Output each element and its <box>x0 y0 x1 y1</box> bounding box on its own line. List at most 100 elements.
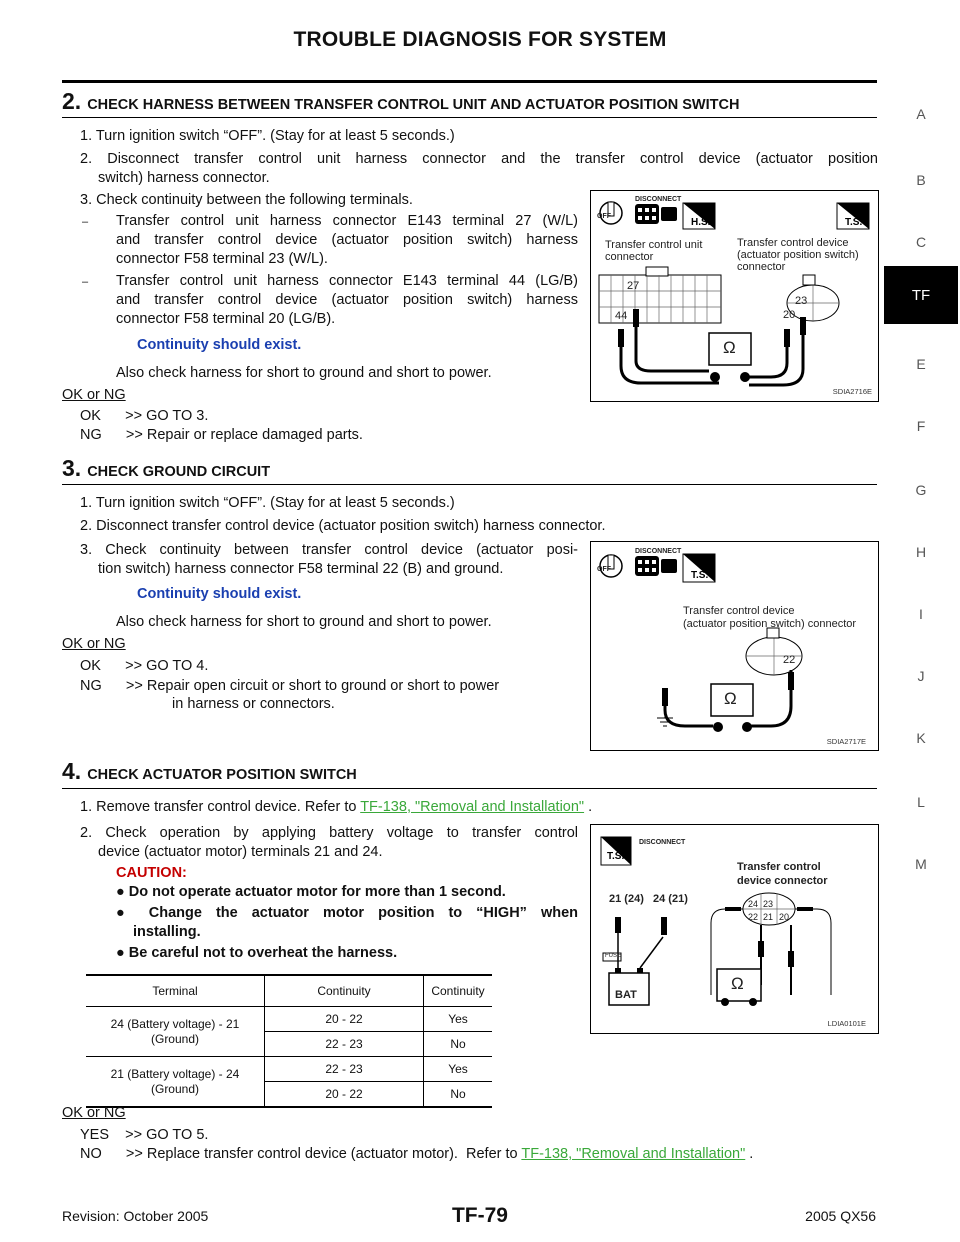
side-index-k[interactable]: K <box>916 730 926 746</box>
step3-instruction-1: 1. Turn ignition switch “OFF”. (Stay for… <box>80 495 455 511</box>
terminal-21: 21 <box>763 912 774 922</box>
off-icon-label: OFF <box>597 566 611 573</box>
step3-ok-or-ng: OK or NG <box>62 636 126 652</box>
ohm-icon: Ω <box>731 974 744 993</box>
figure-label-unit-1: Transfer control unit <box>605 239 703 251</box>
figure-label-device-1: Transfer control device <box>737 237 849 249</box>
table-cell-pins: 22 - 23 <box>264 1056 424 1082</box>
step2-ok-result: OK >> GO TO 3. <box>80 408 209 424</box>
figure-harness-check: OFF DISCONNECT H.S. T.S. Transfer contro… <box>590 190 879 402</box>
table-row: 21 (Battery voltage) - 24 (Ground) 22 - … <box>86 1056 492 1108</box>
ground-diagram <box>599 553 803 732</box>
table-cell-pins: 20 - 22 <box>264 1006 424 1032</box>
terminal-23: 23 <box>795 295 808 307</box>
step4-number: 4. <box>62 758 82 784</box>
step2-title: CHECK HARNESS BETWEEN TRANSFER CONTROL U… <box>87 97 740 113</box>
step4-instruction-1: 1. Remove transfer control device. Refer… <box>80 798 592 817</box>
figure-label-device-2: (actuator position switch) <box>737 249 859 261</box>
continuity-table: Terminal Continuity Continuity 24 (Batte… <box>86 974 492 1108</box>
caution-item-2a: ● Change the actuator motor position to … <box>116 904 578 923</box>
hs-icon-label: H.S. <box>691 217 711 228</box>
step2-ng-result: NG >> Repair or replace damaged parts. <box>80 427 363 443</box>
table-row: 20 - 22 No <box>86 1081 492 1108</box>
side-index-f[interactable]: F <box>916 418 926 434</box>
table-cell-terminal: 24 (Battery voltage) - 21 (Ground) <box>86 1006 265 1057</box>
step2-bullet1-line1: Transfer control unit harness connector … <box>116 213 578 229</box>
step4-instruction-1-text: 1. Remove transfer control device. Refer… <box>80 799 361 815</box>
table-header-continuity-result: Continuity <box>423 974 492 1007</box>
bullet-dot-icon: ● <box>116 884 129 900</box>
figure-label-device-2: device connector <box>737 875 828 887</box>
step3-spec: Continuity should exist. <box>137 586 302 602</box>
figure-actuator-check: T.S. DISCONNECT Transfer control device … <box>590 824 879 1034</box>
step2-bullet2-line1: Transfer control unit harness connector … <box>116 273 578 289</box>
removal-installation-link[interactable]: TF-138, "Removal and Installation" <box>521 1146 746 1162</box>
step2-instruction-1: 1. Turn ignition switch “OFF”. (Stay for… <box>80 128 455 144</box>
step3-ng-result-a: NG >> Repair open circuit or short to gr… <box>80 678 500 694</box>
side-index-i[interactable]: I <box>919 606 923 622</box>
caution-item-2b: installing. <box>133 924 201 940</box>
step3-title: CHECK GROUND CIRCUIT <box>87 464 271 480</box>
step4-yes-result: YES >> GO TO 5. <box>80 1127 209 1143</box>
table-cell-pins: 22 - 23 <box>264 1031 424 1057</box>
step2-bullet1-line3: connector F58 terminal 23 (W/L). <box>116 251 328 267</box>
step2-instruction-3: 3. Check continuity between the followin… <box>80 192 413 208</box>
header-rule <box>62 80 877 83</box>
disconnect-icon-label: DISCONNECT <box>635 196 682 203</box>
table-cell-result: Yes <box>423 1006 492 1032</box>
step2-heading: 2.CHECK HARNESS BETWEEN TRANSFER CONTROL… <box>62 88 739 115</box>
step4-no-result: NO >> Replace transfer control device (a… <box>80 1145 753 1164</box>
bullet-dot-icon: ● <box>116 905 149 921</box>
footer-page-number: TF-79 <box>451 1204 508 1227</box>
step2-bullet1-line2: and transfer control device (actuator po… <box>116 232 578 248</box>
side-index-j[interactable]: J <box>917 668 925 684</box>
step3-heading: 3. CHECK GROUND CIRCUIT <box>62 455 270 482</box>
step3-also-check: Also check harness for short to ground a… <box>116 614 492 630</box>
step4-no-result-text: NO >> Replace transfer control device (a… <box>80 1146 522 1162</box>
step2-instruction-2b: switch) harness connector. <box>98 170 270 186</box>
figure-code: SDIA2717E <box>826 737 866 746</box>
terminal-27: 27 <box>627 280 640 292</box>
figure-ground-check: OFF DISCONNECT T.S. Transfer control dev… <box>590 541 879 751</box>
harness-diagram <box>598 201 870 387</box>
side-index-a[interactable]: A <box>916 106 926 122</box>
terminal-24: 24 <box>748 899 759 909</box>
step4-instruction-2a: 2. Check operation by applying battery v… <box>80 825 578 841</box>
step2-also-check: Also check harness for short to ground a… <box>116 365 492 381</box>
bullet-dash: – <box>82 276 89 288</box>
table-header-terminal: Terminal <box>86 974 265 1007</box>
side-index-l[interactable]: L <box>917 794 925 810</box>
removal-installation-link[interactable]: TF-138, "Removal and Installation" <box>360 799 585 815</box>
side-index-h[interactable]: H <box>915 544 927 560</box>
footer-revision: Revision: October 2005 <box>62 1208 209 1224</box>
table-header-continuity: Continuity <box>264 974 424 1007</box>
step3-rule <box>62 484 877 485</box>
side-index-c[interactable]: C <box>915 234 927 250</box>
disconnect-icon-label: DISCONNECT <box>639 839 686 846</box>
step3-instruction-3a: 3. Check continuity between transfer con… <box>80 542 578 558</box>
step3-number: 3. <box>62 455 82 481</box>
side-index-e[interactable]: E <box>916 356 926 372</box>
step3-ok-result: OK >> GO TO 4. <box>80 658 209 674</box>
step4-instruction-2b: device (actuator motor) terminals 21 and… <box>98 844 383 860</box>
side-index-g[interactable]: G <box>915 482 927 498</box>
caution-item-1: ● Do not operate actuator motor for more… <box>116 883 506 902</box>
side-index-m[interactable]: M <box>915 856 927 872</box>
step2-bullet2-line3: connector F58 terminal 20 (LG/B). <box>116 311 336 327</box>
caution-label: CAUTION: <box>116 865 187 881</box>
step4-heading: 4.CHECK ACTUATOR POSITION SWITCH <box>62 758 357 785</box>
side-index-tf-active[interactable]: TF <box>884 266 958 324</box>
caution-item-3: ● Be careful not to overheat the harness… <box>116 944 397 963</box>
table-cell-terminal: 21 (Battery voltage) - 24 (Ground) <box>86 1056 265 1108</box>
step2-instruction-2a: 2. Disconnect transfer control unit harn… <box>80 151 878 167</box>
table-cell-pins: 20 - 22 <box>264 1081 424 1108</box>
terminal-22: 22 <box>748 912 759 922</box>
bullet-dot-icon: ● <box>116 945 129 961</box>
table-header-row: Terminal Continuity Continuity <box>86 974 492 1007</box>
side-index-b[interactable]: B <box>916 172 926 188</box>
table-row: 24 (Battery voltage) - 21 (Ground) 20 - … <box>86 1006 492 1057</box>
voltage-terminal-2: 24 (21) <box>653 893 688 905</box>
figure-label-device-1: Transfer control device <box>683 605 795 617</box>
ts-icon-label: T.S. <box>691 570 709 581</box>
terminal-22: 22 <box>783 654 796 666</box>
